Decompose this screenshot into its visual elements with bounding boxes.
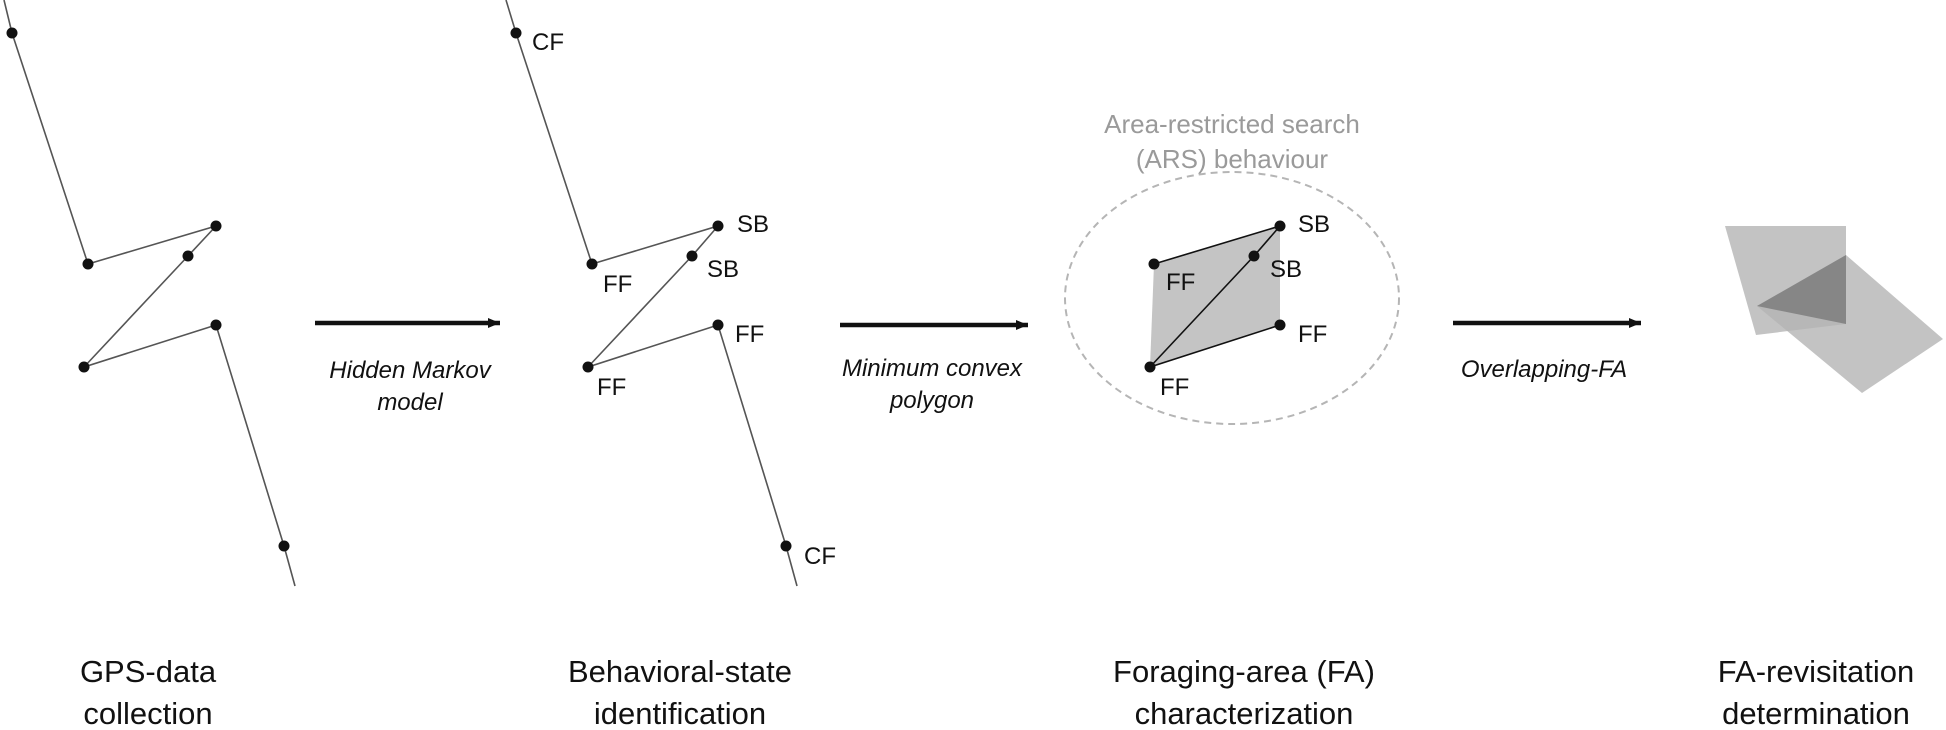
ars-label-line1: Area-restricted search [1104, 109, 1360, 139]
behavioral-state-panel: CF SB SB FF FF FF CF [505, 0, 836, 587]
foraging-fix [1148, 258, 1160, 270]
gps-fix [182, 250, 194, 262]
stage-revisit-line2: determination [1722, 696, 1910, 730]
stage-behavior-line1: Behavioral-state [568, 654, 792, 689]
stage-gps-line1: GPS-data [80, 654, 217, 689]
method-overlap-line1: Overlapping-FA [1461, 356, 1627, 383]
state-fix [510, 27, 522, 39]
foraging-fix [1144, 361, 1156, 373]
gps-fix [210, 220, 222, 232]
ars-label-line2: (ARS) behaviour [1136, 144, 1329, 174]
stage-foraging-line1: Foraging-area (FA) [1113, 654, 1375, 689]
state-fix [712, 319, 724, 331]
gps-track-line [3, 0, 296, 587]
state-fix [582, 361, 594, 373]
method-hmm-line1: Hidden Markov [329, 357, 492, 384]
state-track-line [505, 0, 798, 587]
overlapping-fa-panel [1725, 226, 1943, 393]
foraging-fix [1248, 250, 1260, 262]
state-fix [586, 258, 598, 270]
method-hmm-line2: model [377, 389, 443, 416]
foraging-area-panel: Area-restricted search (ARS) behaviour S… [1064, 109, 1400, 425]
gps-fix [278, 540, 290, 552]
foraging-fix [1274, 319, 1286, 331]
state-label: FF [735, 321, 764, 348]
gps-fix [82, 258, 94, 270]
state-label: CF [804, 543, 836, 570]
state-fix [686, 250, 698, 262]
foraging-fix [1274, 220, 1286, 232]
method-mcp-line1: Minimum convex [842, 355, 1023, 382]
method-captions: Hidden Markov model Minimum convex polyg… [329, 355, 1627, 416]
state-label: SB [1270, 256, 1302, 283]
overlap-region [1757, 255, 1846, 324]
stage-foraging-line2: characterization [1135, 696, 1354, 730]
state-label: FF [1160, 374, 1189, 401]
method-mcp-line2: polygon [889, 387, 974, 414]
gps-track-panel [3, 0, 296, 587]
stage-behavior-line2: identification [594, 696, 766, 730]
state-label: SB [707, 256, 739, 283]
gps-fix [6, 27, 18, 39]
state-fix [712, 220, 724, 232]
state-fix [780, 540, 792, 552]
state-label: SB [737, 211, 769, 238]
ars-ellipse [1064, 171, 1400, 425]
state-label: FF [1166, 269, 1195, 296]
gps-fix [210, 319, 222, 331]
stage-gps-line2: collection [83, 696, 212, 730]
process-arrows [315, 318, 1641, 330]
state-label: FF [597, 374, 626, 401]
state-label: FF [603, 271, 632, 298]
state-label: CF [532, 29, 564, 56]
stage-captions: GPS-data collection Behavioral-state ide… [80, 654, 1914, 730]
stage-revisit-line1: FA-revisitation [1718, 654, 1914, 689]
state-label: FF [1298, 321, 1327, 348]
state-label: SB [1298, 211, 1330, 238]
gps-fix [78, 361, 90, 373]
